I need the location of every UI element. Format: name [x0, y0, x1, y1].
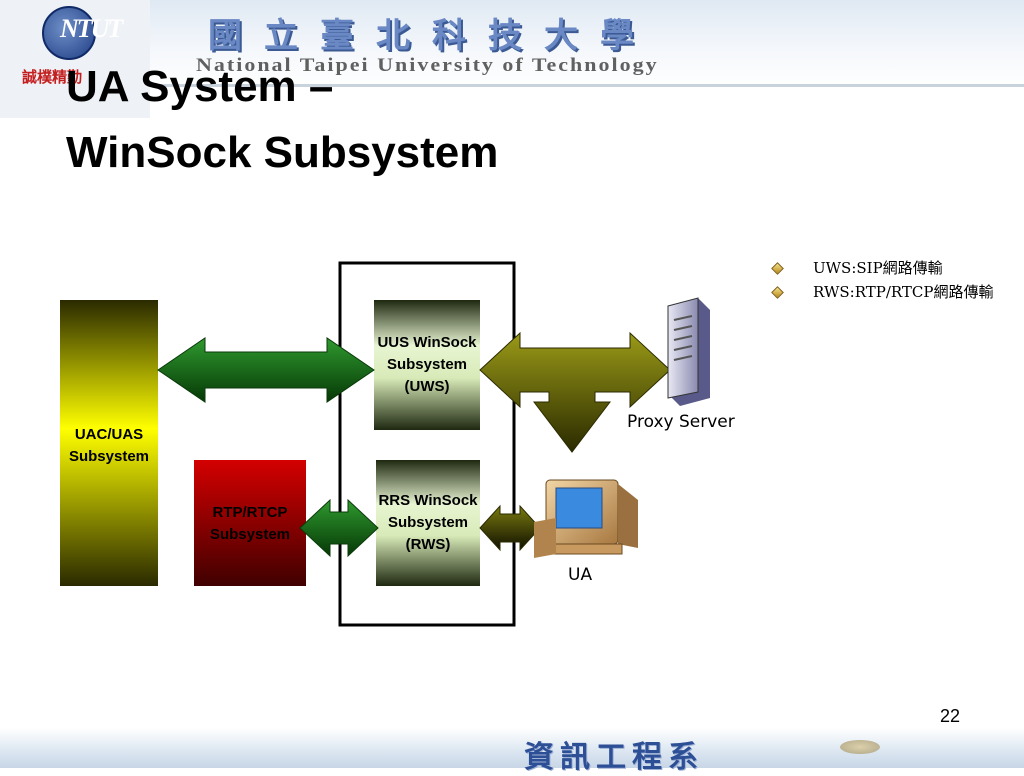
department-name: 資訊工程系: [524, 740, 704, 775]
university-logo: [42, 6, 96, 60]
rrs-label-line1: RRS WinSock: [378, 492, 478, 509]
bullet-item: UWS:SIP網路傳輸: [771, 258, 1003, 278]
diamond-bullet-icon: [771, 286, 784, 299]
school-name-en: National Taipei University of Technology: [196, 53, 659, 76]
rtp-rtcp-label-line1: RTP/RTCP: [212, 504, 288, 521]
uus-label-line2: Subsystem: [386, 356, 468, 373]
uus-label-line3: (UWS): [404, 378, 450, 395]
header-band: [0, 0, 1024, 88]
rrs-label-line3: (RWS): [405, 536, 451, 553]
bullet-list: UWS:SIP網路傳輸 RWS:RTP/RTCP網路傳輸: [771, 258, 1003, 306]
header-divider: [150, 84, 1024, 87]
motto-text: 誠樸精勤: [22, 68, 83, 86]
diamond-bullet-icon: [771, 262, 784, 275]
footer-ornament: [840, 740, 880, 754]
bullet-item: RWS:RTP/RTCP網路傳輸: [771, 282, 1003, 302]
uus-winsock-label: UUS WinSock Subsystem (UWS): [364, 332, 490, 398]
proxy-server-label: Proxy Server: [627, 412, 735, 432]
server-icon: [667, 297, 710, 406]
uac-uas-label: UAC/UAS Subsystem: [52, 424, 166, 468]
computer-icon: [534, 479, 638, 558]
bullet-text: UWS:SIP網路傳輸: [813, 259, 943, 277]
rtp-rws-arrow: [299, 498, 379, 558]
school-name-cn: 國立臺北科技大學: [208, 16, 656, 56]
uws-proxy-arrow: [479, 331, 671, 453]
uus-label-line1: UUS WinSock: [377, 334, 477, 351]
logo-text: NTUT: [60, 14, 123, 43]
ua-label: UA: [568, 565, 593, 585]
slide-title-line2: WinSock Subsystem: [66, 128, 499, 177]
rrs-label-line2: Subsystem: [387, 514, 469, 531]
uus-winsock-box: [374, 300, 480, 430]
uac-uas-label-line2: Subsystem: [68, 448, 150, 465]
rtp-rtcp-box: [194, 460, 306, 586]
uac-uas-label-line1: UAC/UAS: [74, 426, 144, 443]
rtp-rtcp-label: RTP/RTCP Subsystem: [188, 502, 312, 546]
rrs-winsock-box: [376, 460, 480, 586]
rtp-rtcp-label-line2: Subsystem: [209, 526, 291, 543]
page-number: 22: [940, 706, 961, 726]
slide-title-line1: UA System –: [66, 62, 334, 111]
uac-uws-arrow: [157, 337, 375, 403]
rrs-winsock-label: RRS WinSock Subsystem (RWS): [366, 490, 490, 556]
bullet-text: RWS:RTP/RTCP網路傳輸: [813, 283, 994, 301]
uac-uas-box: [60, 300, 158, 586]
